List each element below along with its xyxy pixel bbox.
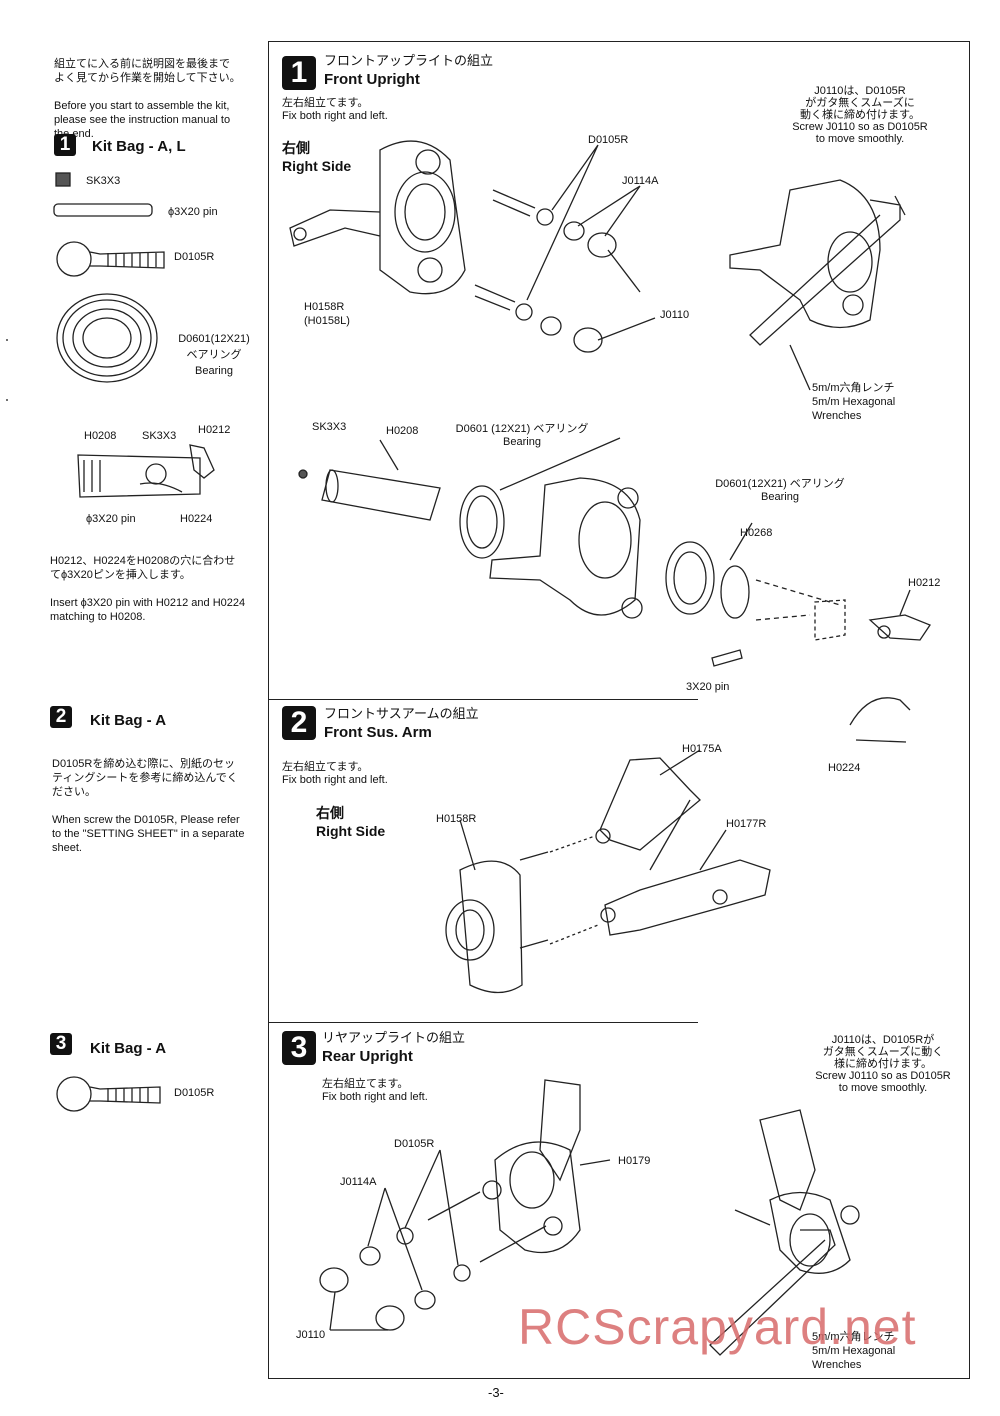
kit1-h0224-label: H0224: [180, 513, 213, 525]
intro-jp: 組立てに入る前に説明図を最後まで よく見てから作業を開始して下さい。: [54, 58, 241, 84]
kit1-note: H0212、H0224をH0208の穴に合わせ てϕ3X20ピンを挿入します。 …: [50, 540, 265, 638]
step2-h0177r-label: H0177R: [726, 818, 767, 830]
step1-j0114a-label: J0114A: [622, 175, 659, 187]
step1-h0208-label: H0208: [386, 425, 419, 437]
step2-title-en: Front Sus. Arm: [324, 724, 432, 741]
step3-wrench-upright-icon: [709, 1109, 860, 1356]
step1-j0110-label: J0110: [660, 309, 690, 321]
step2-fix-jp: 左右組立てます。: [282, 761, 369, 773]
kit1-note-jp: H0212、H0224をH0208の穴に合わせ てϕ3X20ピンを挿入します。: [50, 555, 236, 581]
kit1-bearing-icon: [56, 293, 158, 383]
kit3-number-badge: 3: [50, 1033, 72, 1055]
step3-d0105r-label: D0105R: [394, 1138, 435, 1150]
kit2-title: Kit Bag - A: [90, 712, 167, 729]
step3-j0114a-label: J0114A: [340, 1176, 377, 1188]
kit2-note-en: When screw the D0105R, Please refer to t…: [52, 814, 245, 854]
step1-wrench-upright-icon: [729, 179, 906, 391]
kit1-pin-icon: [53, 203, 153, 217]
step1-bearing2-label: D0601(12X21) ベアリング Bearing: [715, 478, 845, 503]
step1-screw-note: J0110は、D0105R がガタ無くスムーズに 動く様に締め付けます。 Scr…: [792, 85, 928, 145]
step3-number-badge: 3: [282, 1031, 316, 1065]
intro-en: Before you start to assemble the kit, pl…: [54, 100, 231, 140]
step3-title-en: Rear Upright: [322, 1048, 413, 1065]
step1-axle-exploded-icon: [298, 437, 931, 743]
kit3-d0105r-label: D0105R: [174, 1087, 215, 1099]
step1-h0158r-label: H0158R (H0158L): [304, 301, 350, 327]
intro-note: 組立てに入る前に説明図を最後まで よく見てから作業を開始して下さい。 Befor…: [54, 43, 259, 155]
step3-h0179-label: H0179: [618, 1155, 651, 1167]
assembly-frame: [268, 41, 970, 1379]
kit1-pin-label-2: ϕ3X20 pin: [86, 513, 136, 525]
kit1-sk3x3-label-2: SK3X3: [142, 430, 177, 442]
step1-title-en: Front Upright: [324, 71, 420, 88]
kit1-h0212-label: H0212: [198, 424, 231, 436]
kit2-note: D0105Rを締め込む際に、別紙のセッ ティングシートを参考に締め込んでく ださ…: [52, 743, 267, 869]
step2-side-label: 右側 Right Side: [316, 805, 386, 839]
kit1-h0208-label: H0208: [84, 430, 117, 442]
step1-sk3x3-label: SK3X3: [312, 421, 347, 433]
kit1-set-screw-icon: [55, 172, 71, 187]
kit1-sk3x3-label: SK3X3: [86, 175, 121, 187]
step1-d0105r-label: D0105R: [588, 134, 629, 146]
kit1-note-en: Insert ϕ3X20 pin with H0212 and H0224 ma…: [50, 597, 246, 623]
kit2-note-jp: D0105Rを締め込む際に、別紙のセッ ティングシートを参考に締め込んでく ださ…: [52, 758, 238, 798]
kit2-number-badge: 2: [50, 706, 72, 728]
kit1-number-badge: 1: [54, 134, 76, 156]
step1-fix-jp: 左右組立てます。: [282, 97, 369, 109]
step3-j0110-label: J0110: [296, 1329, 326, 1341]
step1-bearing1-label: D0601 (12X21) ベアリング Bearing: [455, 423, 589, 448]
step3-title-jp: リヤアップライトの組立: [322, 1030, 466, 1045]
step1-ballstud-parts-icon: [474, 144, 656, 353]
step1-h0224-label: H0224: [828, 762, 861, 774]
step1-fix-en: Fix both right and left.: [282, 110, 388, 122]
step1-step2-divider: [268, 699, 698, 700]
step1-wrench-label: 5m/m六角レンチ 5m/m Hexagonal Wrenches: [812, 382, 896, 422]
step2-title-jp: フロントサスアームの組立: [324, 706, 479, 721]
step1-h0212-label: H0212: [908, 577, 941, 589]
kit3-ballstud-icon: [56, 1076, 161, 1112]
step2-fix-en: Fix both right and left.: [282, 774, 388, 786]
kit1-bearing-label: D0601(12X21) ベアリング Bearing: [178, 333, 250, 377]
kit1-pin-label: ϕ3X20 pin: [168, 206, 218, 218]
kit3-title: Kit Bag - A: [90, 1040, 167, 1057]
kit1-axle-assembly-icon: [77, 444, 215, 498]
step1-title-jp: フロントアップライトの組立: [324, 53, 494, 68]
step1-front-upright-icon: [289, 140, 466, 295]
step1-number-badge: 1: [282, 56, 316, 90]
step3-fix-jp: 左右組立てます。: [322, 1078, 409, 1090]
step3-screw-note: J0110は、D0105Rが ガタ無くスムーズに動く 様に締め付けます。 Scr…: [815, 1034, 951, 1094]
watermark: RCScrapyard.net: [518, 1299, 917, 1355]
kit1-title: Kit Bag - A, L: [92, 138, 186, 155]
kit1-ballstud-icon: [56, 241, 165, 277]
page-number: -3-: [488, 1385, 504, 1400]
step2-number-badge: 2: [282, 706, 316, 740]
step3-fix-en: Fix both right and left.: [322, 1091, 428, 1103]
step3-rear-upright-icon: [319, 1079, 611, 1331]
step2-h0158r-label: H0158R: [436, 813, 477, 825]
step1-side-label: 右側 Right Side: [282, 140, 352, 174]
step3-wrench-label: 5m/m六角レンチ 5m/m Hexagonal Wrenches: [812, 1331, 896, 1371]
step2-step3-divider: [268, 1022, 698, 1023]
step1-pin-label: 3X20 pin: [686, 681, 730, 693]
kit1-d0105r-label: D0105R: [174, 251, 215, 263]
step2-h0175a-label: H0175A: [682, 743, 722, 755]
step2-sus-arm-icon: [445, 749, 771, 994]
